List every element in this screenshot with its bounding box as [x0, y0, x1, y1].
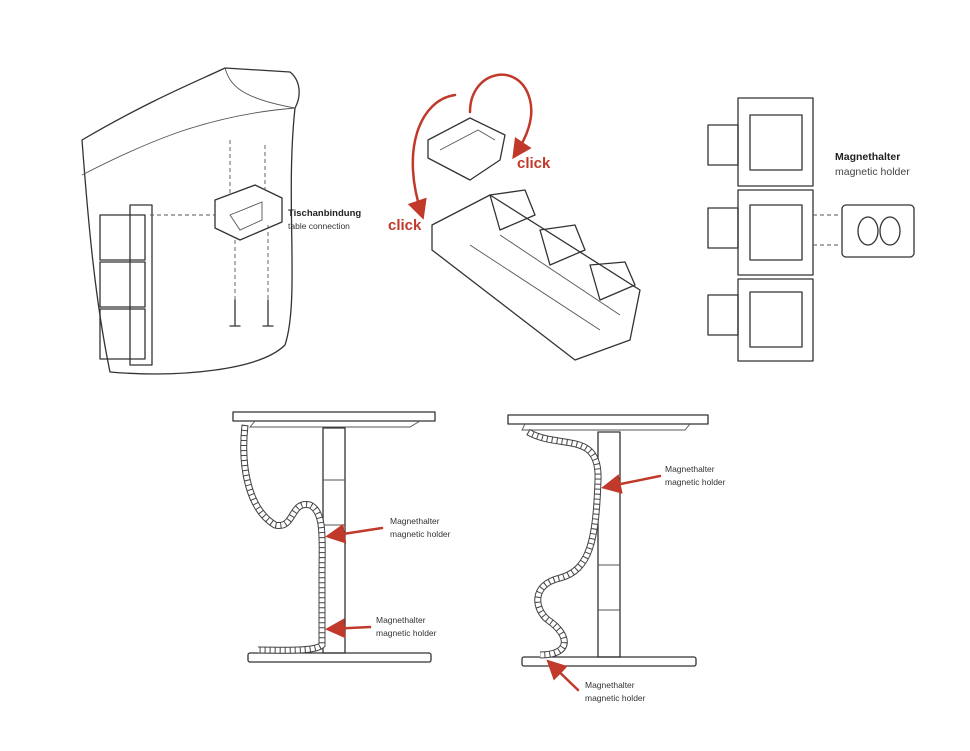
- callout-arrow: [546, 659, 580, 692]
- desk-column: [322, 427, 346, 654]
- table-bracket: [214, 184, 283, 241]
- cable-chain-path: [240, 424, 326, 654]
- cable-chain-diagonal: [431, 189, 641, 361]
- callout-label-de: Magnethalter: [376, 615, 426, 625]
- callout-arrow: [601, 474, 662, 494]
- callout-arrow: [325, 618, 372, 639]
- click-label-left: click: [388, 217, 422, 234]
- callout-label-de: Magnethalter: [665, 464, 715, 474]
- screw-icon: [229, 299, 274, 327]
- cable-chain-vertical: [99, 204, 153, 366]
- desk-right: Magnethalter magnetic holder Magnethalte…: [507, 414, 726, 703]
- table-connection-label-de: Tischanbindung: [288, 208, 361, 219]
- magnet-holder-part: [841, 204, 915, 258]
- magnetic-holder-label-en: magnetic holder: [835, 166, 910, 178]
- click-label-top: click: [517, 155, 551, 172]
- click-assembly-panel: click click: [388, 73, 641, 361]
- callout-label-en: magnetic holder: [376, 628, 437, 638]
- rotate-arrow-top: [468, 73, 533, 160]
- table-connection-label-en: table connection: [288, 221, 350, 231]
- chain-link-single: [427, 117, 506, 181]
- cable-chain-path: [526, 428, 602, 659]
- callout-label-en: magnetic holder: [665, 477, 726, 487]
- callout-label-de: Magnethalter: [585, 680, 635, 690]
- callout-label-de: Magnethalter: [390, 516, 440, 526]
- rotate-arrow-left: [407, 93, 457, 220]
- desk-base: [521, 656, 697, 667]
- callout-label-en: magnetic holder: [390, 529, 451, 539]
- callout-label-en: magnetic holder: [585, 693, 646, 703]
- callout-arrow: [325, 523, 384, 544]
- cable-chain-stack: [707, 97, 814, 362]
- desk-column: [597, 431, 621, 658]
- desk-left: Magnethalter magnetic holder Magnethalte…: [232, 411, 451, 663]
- desk-base: [247, 652, 432, 663]
- magnetic-holder-panel: Magnethalter magnetic holder: [707, 97, 915, 362]
- table-corner-outline: [81, 67, 300, 375]
- magnetic-holder-label-de: Magnethalter: [835, 151, 900, 163]
- desk-top: [232, 411, 436, 422]
- desk-top: [507, 414, 709, 425]
- table-connection-panel: Tischanbindung table connection: [81, 67, 361, 375]
